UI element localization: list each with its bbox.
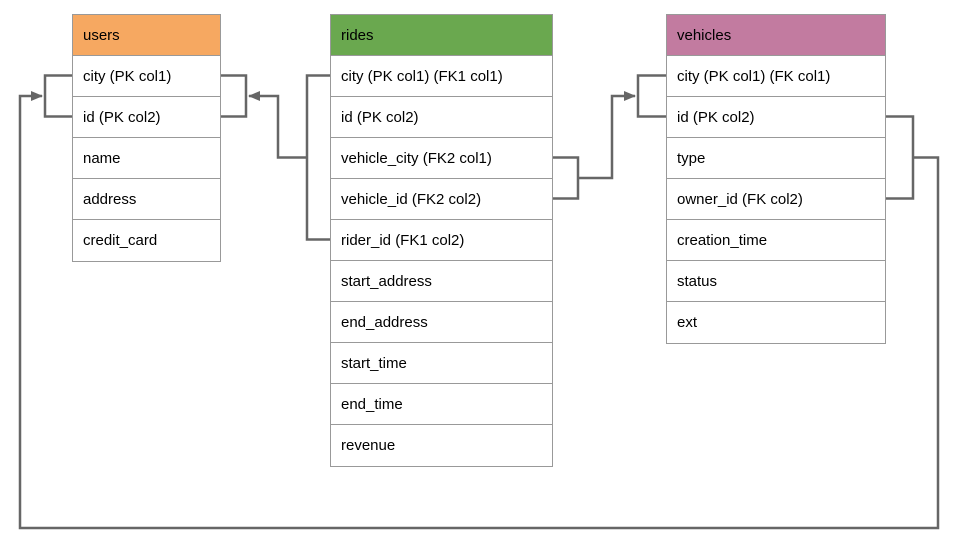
users-left-bracket [43, 74, 72, 118]
table-row: vehicle_city (FK2 col1) [331, 138, 552, 179]
users-right-bracket [221, 74, 248, 118]
connector-rides-to-vehicles [578, 91, 636, 180]
table-row: end_address [331, 302, 552, 343]
rides-table-header: rides [331, 15, 552, 56]
vehicles-left-bracket [636, 74, 666, 118]
table-row: id (PK col2) [667, 97, 885, 138]
table-row: city (PK col1) [73, 56, 220, 97]
table-row: city (PK col1) (FK col1) [667, 56, 885, 97]
table-row: end_time [331, 384, 552, 425]
vehicles-table-rows: city (PK col1) (FK col1)id (PK col2)type… [667, 56, 885, 343]
table-row: id (PK col2) [331, 97, 552, 138]
table-row: address [73, 179, 220, 220]
table-row: rider_id (FK1 col2) [331, 220, 552, 261]
table-row: start_address [331, 261, 552, 302]
table-row: id (PK col2) [73, 97, 220, 138]
table-row: owner_id (FK col2) [667, 179, 885, 220]
users-table-header: users [73, 15, 220, 56]
table-row: type [667, 138, 885, 179]
table-row: status [667, 261, 885, 302]
connector-vehicles-to-users [18, 91, 940, 530]
table-row: ext [667, 302, 885, 343]
rides-left-bracket [305, 74, 330, 241]
table-row: creation_time [667, 220, 885, 261]
table-row: city (PK col1) (FK1 col1) [331, 56, 552, 97]
table-row: start_time [331, 343, 552, 384]
connector-rides-to-users [248, 91, 307, 159]
rides-table-rows: city (PK col1) (FK1 col1)id (PK col2)veh… [331, 56, 552, 466]
table-row: credit_card [73, 220, 220, 261]
vehicles-table: vehicles city (PK col1) (FK col1)id (PK … [666, 14, 886, 344]
rides-table: rides city (PK col1) (FK1 col1)id (PK co… [330, 14, 553, 467]
table-row: vehicle_id (FK2 col2) [331, 179, 552, 220]
rides-right-bracket [553, 156, 580, 200]
table-row: revenue [331, 425, 552, 466]
table-row: name [73, 138, 220, 179]
vehicles-right-bracket [886, 115, 915, 200]
vehicles-table-header: vehicles [667, 15, 885, 56]
